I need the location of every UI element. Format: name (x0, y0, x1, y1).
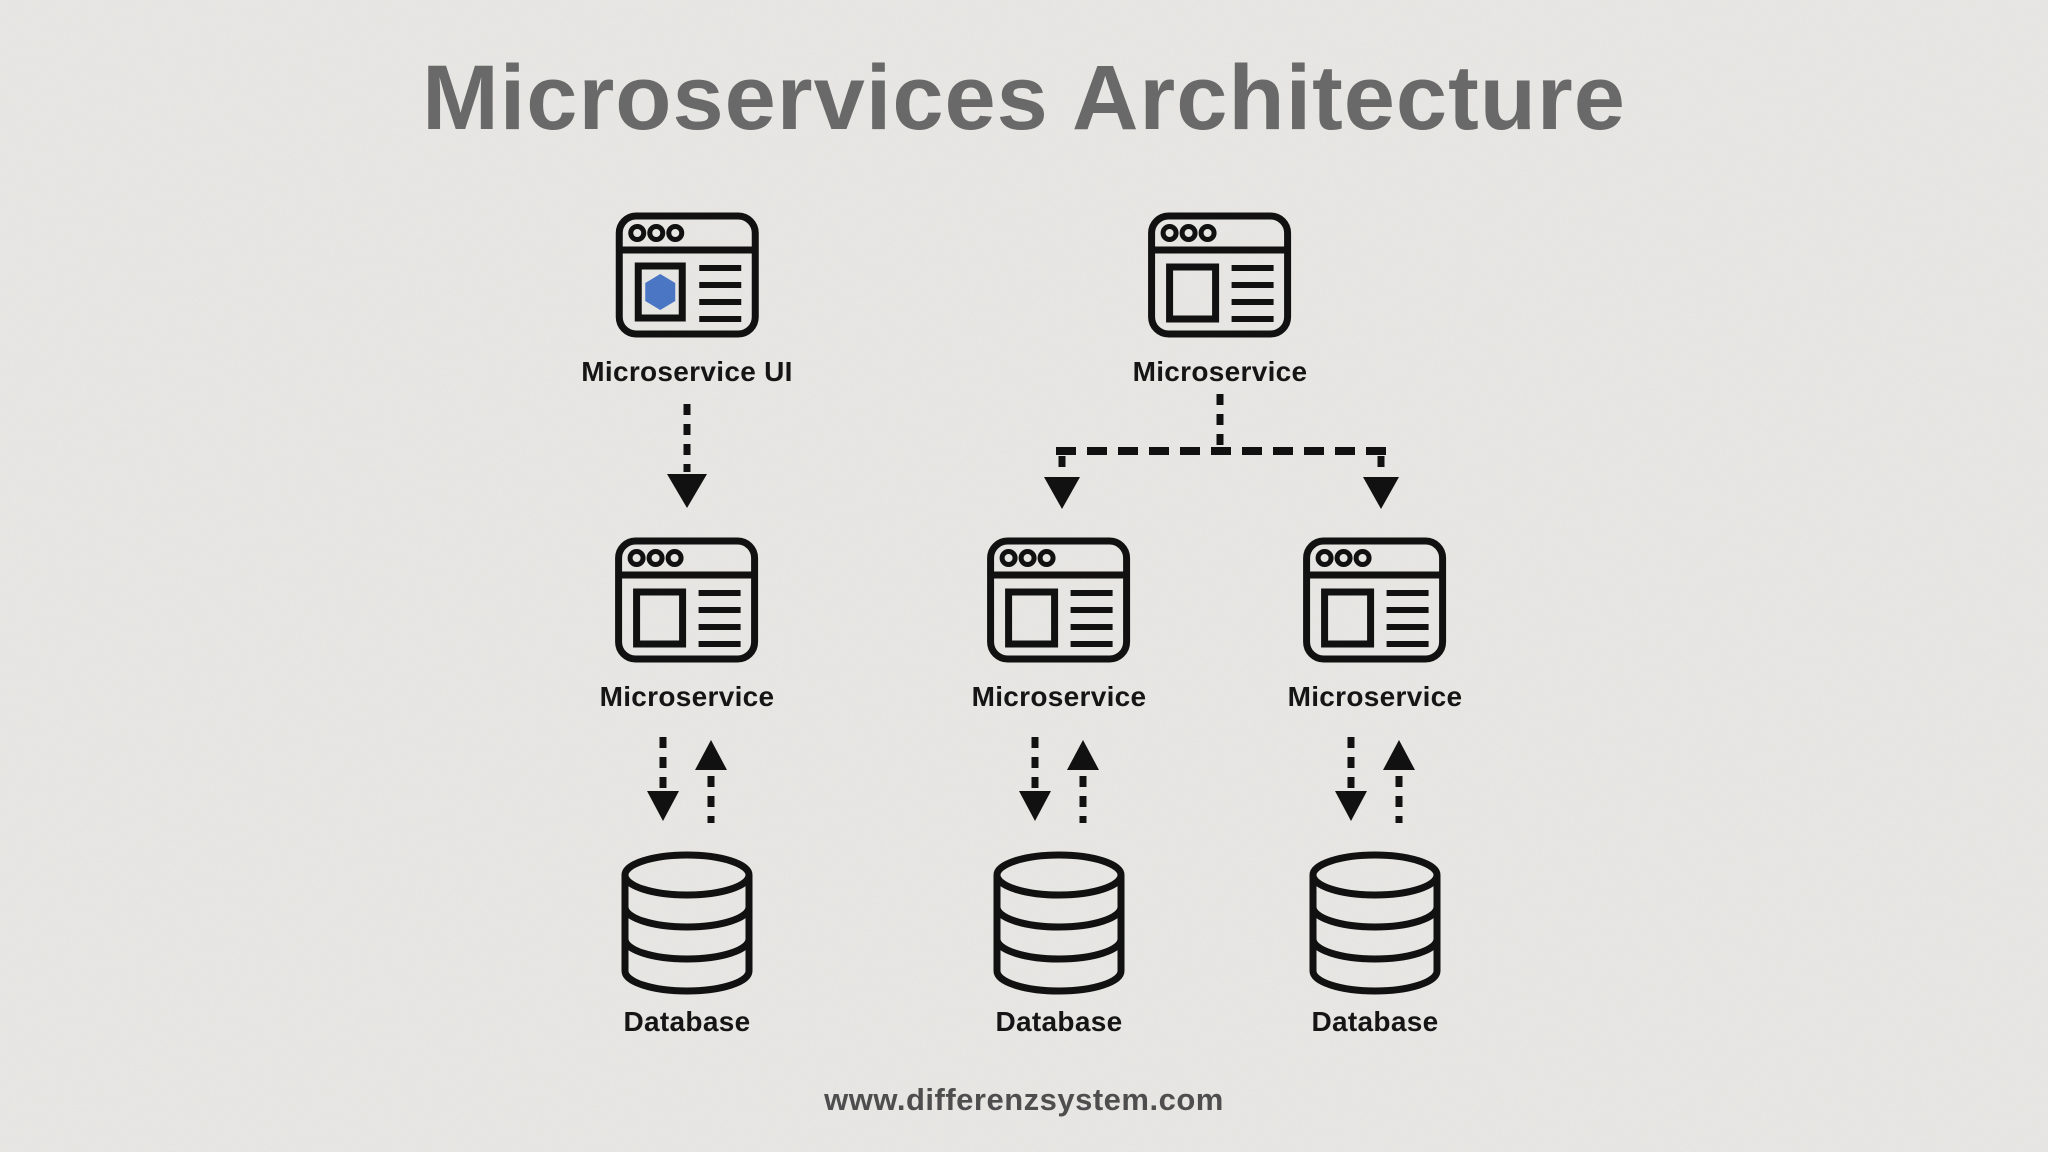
node-label: Microservice (1287, 681, 1463, 712)
node-label: Microservice (1132, 356, 1308, 387)
node-microservice-hub: Microservice (1133, 212, 1308, 388)
browser-window-hexagon-icon (615, 212, 759, 338)
node-label: Microservice (971, 681, 1147, 712)
node-database-middle: Database (993, 850, 1125, 1038)
database-cylinder-icon (621, 851, 753, 995)
browser-window-icon (615, 537, 759, 663)
arrow-service-db-right (1335, 737, 1415, 823)
footer-website-url: www.differenzsystem.com (824, 1082, 1224, 1117)
node-database-left: Database (621, 850, 753, 1038)
node-microservice-left: Microservice (600, 537, 775, 713)
node-label: Microservice UI (581, 356, 793, 387)
arrow-ui-to-service (667, 404, 707, 508)
arrow-service-db-middle (1019, 737, 1099, 823)
node-microservice-ui: Microservice UI (581, 212, 793, 388)
node-microservice-middle: Microservice (972, 537, 1147, 713)
node-label: Database (623, 1006, 751, 1037)
browser-window-icon (1148, 212, 1292, 338)
hexagon-glyph (645, 274, 675, 310)
node-label: Database (995, 1006, 1123, 1037)
arrow-service-db-left (647, 737, 727, 823)
database-cylinder-icon (1309, 851, 1441, 995)
node-database-right: Database (1309, 850, 1441, 1038)
arrow-hub-to-services (1044, 394, 1399, 509)
node-microservice-right: Microservice (1288, 537, 1463, 713)
node-label: Database (1311, 1006, 1439, 1037)
diagram-title: Microservices Architecture (422, 47, 1626, 149)
browser-window-icon (987, 537, 1131, 663)
browser-window-icon (1303, 537, 1447, 663)
node-label: Microservice (599, 681, 775, 712)
database-cylinder-icon (993, 851, 1125, 995)
